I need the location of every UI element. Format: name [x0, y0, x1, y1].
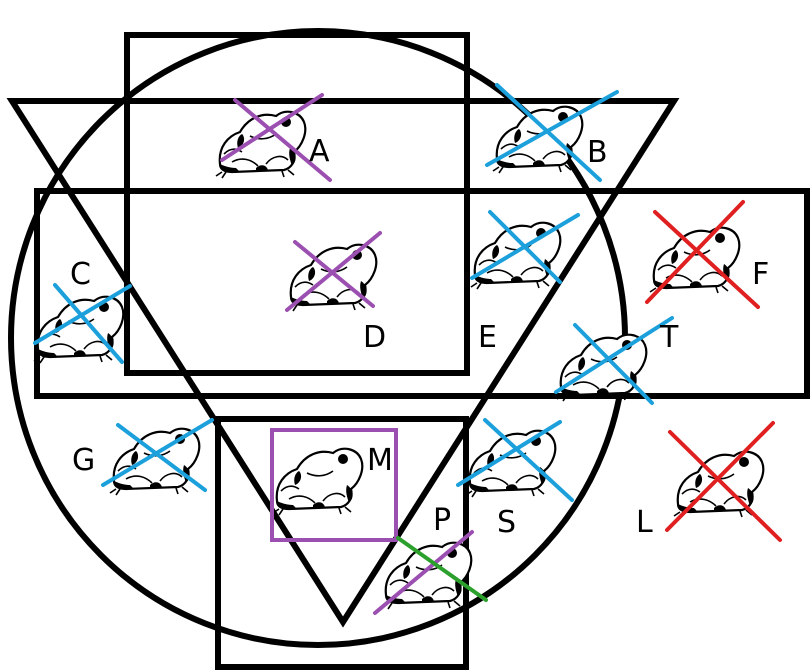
label-p: P — [433, 503, 451, 538]
label-s: S — [497, 505, 516, 540]
bottom-square-region — [215, 416, 469, 670]
frog-icon — [32, 295, 125, 365]
blue-cross-mark-e — [470, 210, 580, 284]
purple-green-cross-mark-p — [373, 530, 488, 615]
label-t: T — [659, 320, 679, 355]
blue-cross-mark-g — [101, 418, 214, 492]
top-rectangle-region — [124, 32, 470, 376]
label-f: F — [752, 257, 769, 292]
blue-cross-mark-b — [485, 83, 619, 182]
triangle-region — [6, 98, 680, 628]
wide-rectangle-region — [34, 188, 810, 399]
blue-cross-mark-t — [554, 316, 674, 405]
frog-icon — [271, 447, 364, 517]
purple-cross-mark-d — [285, 231, 382, 312]
frog-icon — [108, 427, 201, 497]
frog-icon — [464, 429, 557, 499]
label-a: A — [309, 134, 330, 169]
label-b: B — [587, 135, 608, 170]
purple-box-mark-m — [270, 428, 398, 542]
purple-cross-mark-a — [220, 93, 332, 182]
blue-cross-mark-c — [33, 283, 132, 364]
red-cross-mark-f — [645, 200, 760, 309]
label-l: L — [636, 505, 653, 540]
label-g: G — [72, 443, 95, 478]
red-cross-mark-l — [665, 421, 782, 542]
label-c: C — [70, 257, 91, 292]
frog-icon — [380, 541, 473, 611]
blue-cross-mark-s — [456, 418, 574, 502]
label-e: E — [478, 320, 497, 355]
label-m: M — [367, 443, 393, 478]
label-d: D — [363, 320, 386, 355]
